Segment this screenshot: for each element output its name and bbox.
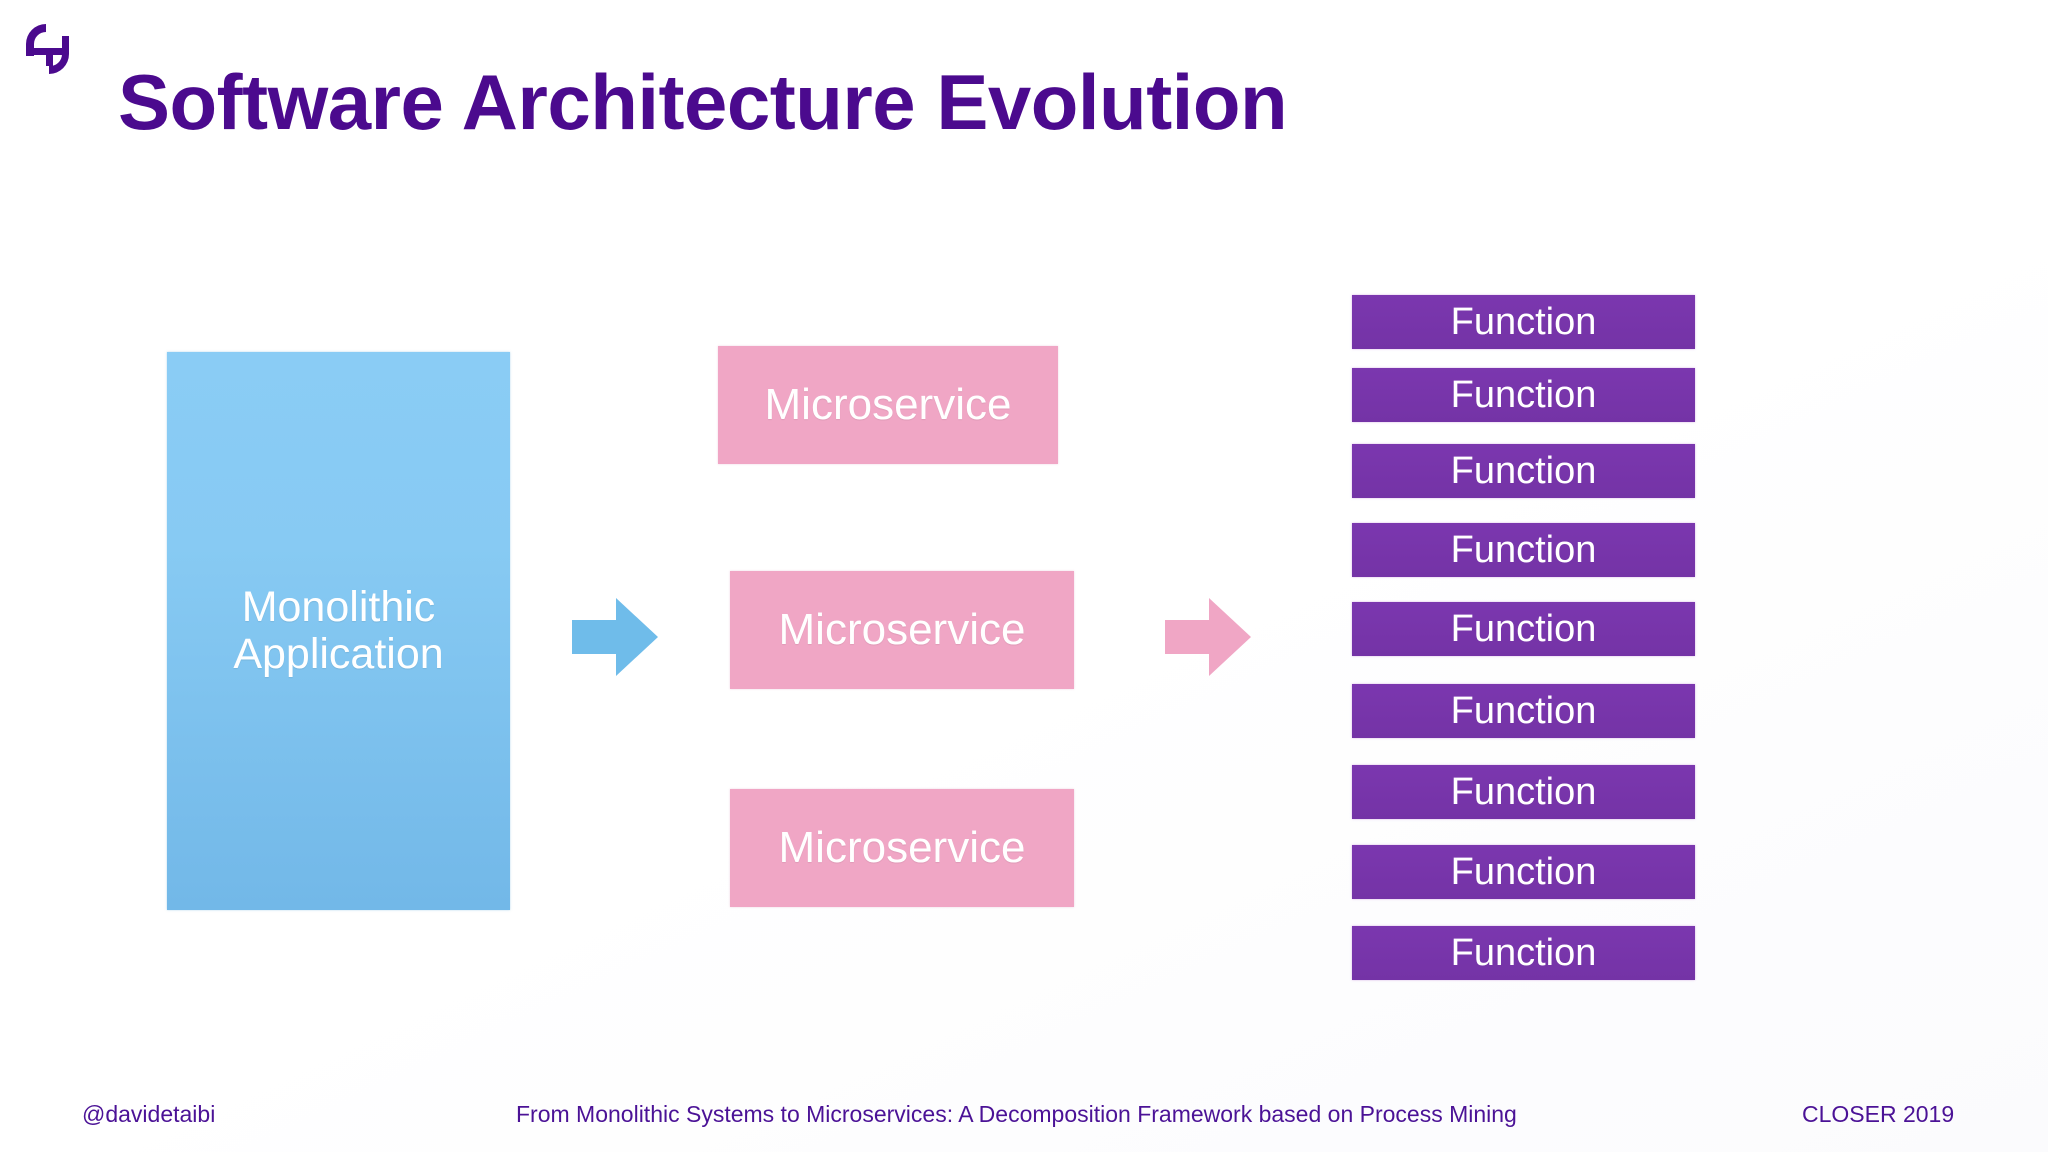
footer-author-handle: @davidetaibi — [82, 1101, 216, 1127]
function-box: Function — [1352, 523, 1695, 577]
monolith-label: Monolithic Application — [233, 582, 444, 678]
footer-conference: CLOSER 2019 — [1802, 1101, 1955, 1127]
tau-brand-logo-icon — [12, 10, 84, 82]
microservice-label: Microservice — [764, 380, 1012, 429]
function-label: Function — [1450, 529, 1597, 571]
function-box: Function — [1352, 295, 1695, 349]
function-label: Function — [1450, 608, 1597, 650]
function-label: Function — [1450, 690, 1597, 732]
function-box: Function — [1352, 684, 1695, 738]
microservice-box: Microservice — [718, 346, 1058, 464]
function-label: Function — [1450, 374, 1597, 416]
footer-paper-title: From Monolithic Systems to Microservices… — [516, 1101, 1517, 1127]
function-label: Function — [1450, 301, 1597, 343]
function-box: Function — [1352, 368, 1695, 422]
monolithic-application-box: Monolithic Application — [167, 352, 510, 910]
microservice-box: Microservice — [730, 789, 1074, 907]
function-box: Function — [1352, 765, 1695, 819]
function-label: Function — [1450, 851, 1597, 893]
function-label: Function — [1450, 771, 1597, 813]
function-box: Function — [1352, 845, 1695, 899]
page-title: Software Architecture Evolution — [118, 58, 1288, 146]
function-box: Function — [1352, 444, 1695, 498]
right-arrow-icon-blue — [572, 595, 658, 679]
function-label: Function — [1450, 450, 1597, 492]
microservice-label: Microservice — [778, 823, 1026, 872]
microservice-box: Microservice — [730, 571, 1074, 689]
function-box: Function — [1352, 926, 1695, 980]
right-arrow-icon-pink — [1165, 595, 1251, 679]
function-box: Function — [1352, 602, 1695, 656]
function-label: Function — [1450, 932, 1597, 974]
microservice-label: Microservice — [778, 605, 1026, 654]
